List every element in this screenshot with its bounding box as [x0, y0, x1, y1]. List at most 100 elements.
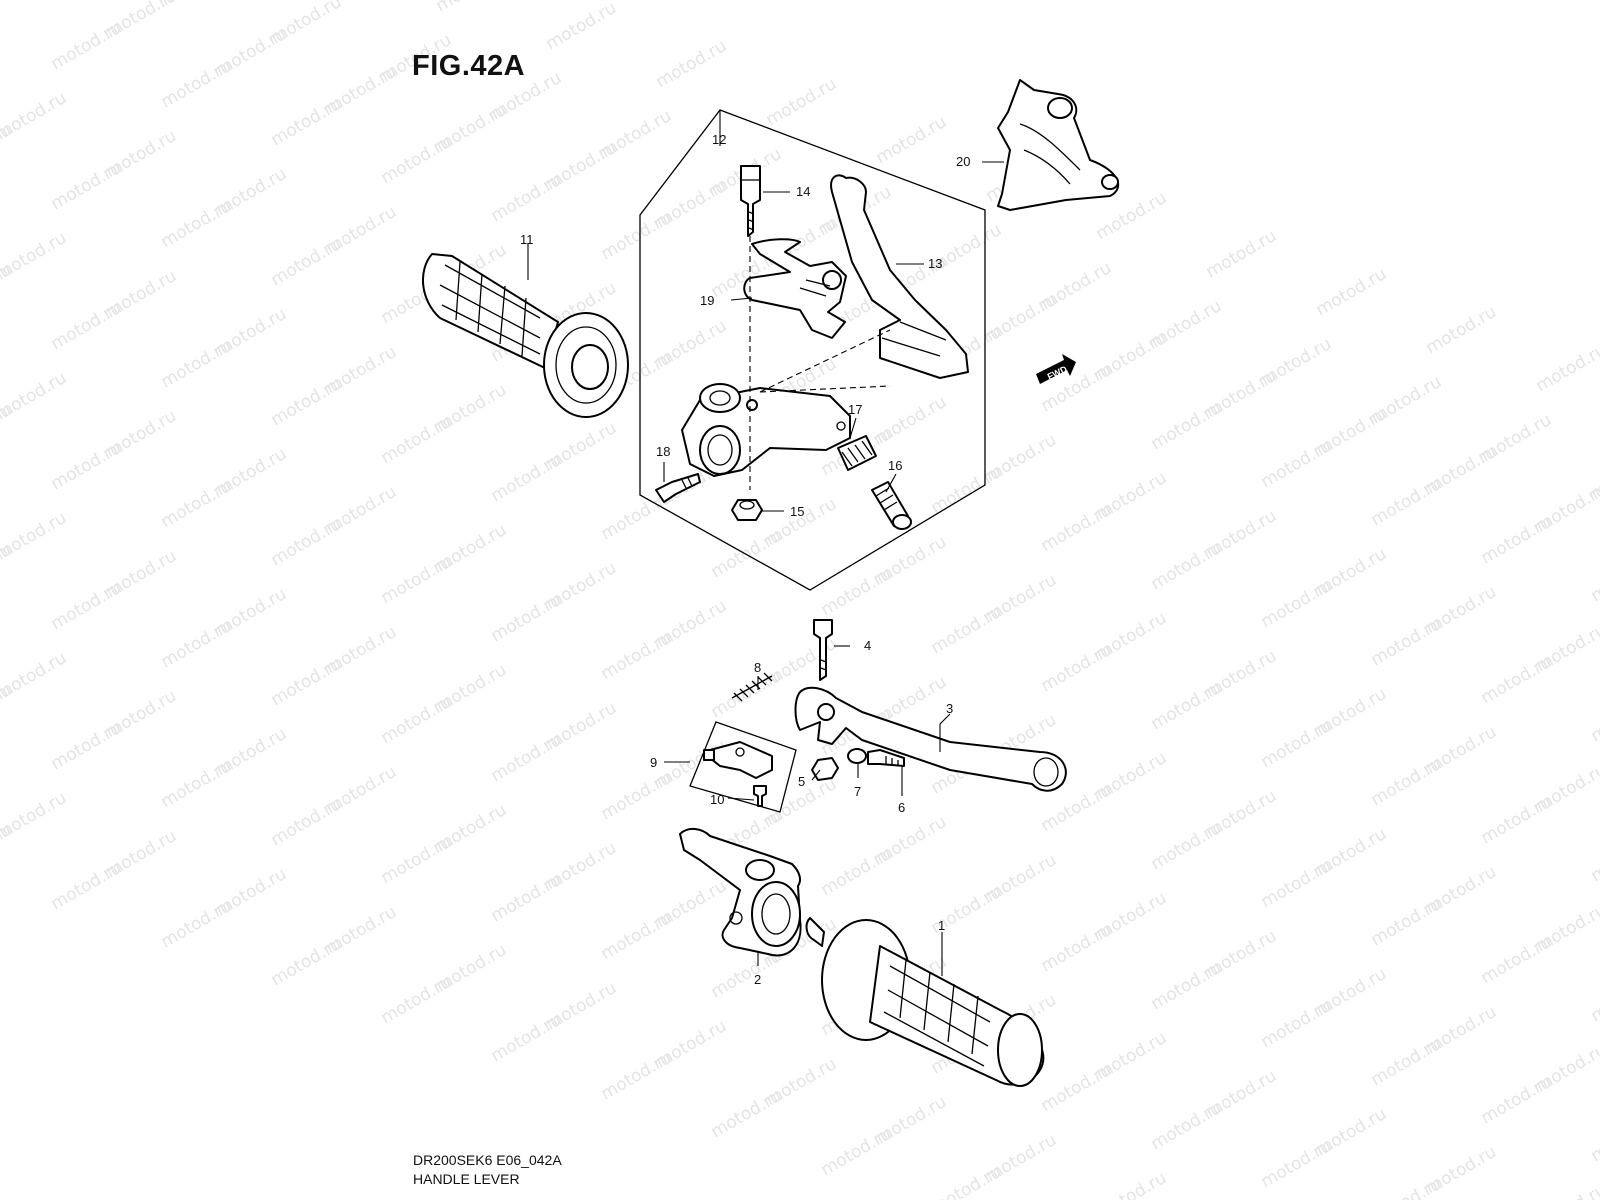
part-18-bolt[interactable] [655, 473, 701, 503]
part-6-bolt[interactable] [867, 749, 905, 767]
callout-2: 2 [754, 972, 761, 987]
part-2-throttle-housing[interactable] [679, 828, 802, 957]
part-3-brake-lever[interactable] [794, 686, 1067, 792]
watermark-text: motod.ru [48, 18, 126, 74]
part-15-nut[interactable] [731, 499, 763, 521]
watermark-text: motod.ru [158, 476, 236, 532]
watermark-text: motod.ru [1038, 640, 1116, 696]
callout-18: 18 [656, 444, 670, 459]
callout-5: 5 [798, 774, 805, 789]
watermark-text: motod.ru [1478, 932, 1556, 988]
part-11-left-grip[interactable] [421, 253, 629, 418]
callout-17: 17 [848, 402, 862, 417]
watermark-text: motod.ru [158, 896, 236, 952]
watermark-text: motod.ru [268, 514, 346, 570]
part-20-cover[interactable] [997, 79, 1120, 211]
part-7-washer[interactable] [847, 748, 867, 764]
watermark-text: motod.ru [598, 1048, 676, 1104]
watermark-text: motod.ru [1038, 1060, 1116, 1116]
part-13-clutch-lever[interactable] [830, 174, 969, 379]
part-1-right-grip[interactable] [805, 917, 1045, 1087]
callout-19: 19 [700, 293, 714, 308]
watermark-text: motod.ru [1258, 1136, 1336, 1192]
watermark-text: motod.ru [598, 628, 676, 684]
watermark-text: motod.ru [1368, 1174, 1446, 1200]
watermark-text: motod.ru [818, 564, 896, 620]
watermark-text: motod.ru [488, 730, 566, 786]
watermark-text: motod.ru [1588, 690, 1600, 746]
watermark-text: motod.ru [1148, 398, 1226, 454]
assembly-12-leaders [749, 236, 891, 490]
watermark-text: motod.ru [543, 0, 621, 54]
part-5-nut[interactable] [811, 757, 839, 781]
watermark-text: motod.ru [1478, 512, 1556, 568]
watermark-text: motod.ru [598, 768, 676, 824]
watermark-text: motod.ru [1148, 538, 1226, 594]
part-14-bolt[interactable] [740, 165, 761, 237]
watermark-text: motod.ru [1093, 1168, 1171, 1200]
watermark-text: motod.ru [378, 552, 456, 608]
watermark-text: motod.ru [873, 112, 951, 168]
callout-12: 12 [712, 132, 726, 147]
footer-diagram-name: HANDLE LEVER [413, 1171, 520, 1187]
watermark-text: motod.ru [598, 208, 676, 264]
callout-numbers: 1 2 3 4 5 6 7 8 9 10 11 12 13 14 15 16 1… [520, 132, 970, 987]
watermark-text: motod.ru [1368, 474, 1446, 530]
part-4-pivot-bolt[interactable] [813, 619, 833, 681]
lever-holder[interactable] [681, 383, 851, 477]
callout-7: 7 [854, 784, 861, 799]
watermark-text: motod.ru [1258, 576, 1336, 632]
watermark-text: motod.ru [1038, 920, 1116, 976]
watermark-text: motod.ru [158, 756, 236, 812]
watermark-text: motod.ru [48, 578, 126, 634]
watermark-text: motod.ru [1423, 302, 1501, 358]
watermark-text: motod.ru [1588, 970, 1600, 1026]
callout-13: 13 [928, 256, 942, 271]
callout-16: 16 [888, 458, 902, 473]
part-8-spring[interactable] [731, 672, 773, 702]
watermark-text: motod.ru [378, 692, 456, 748]
part-10-screw[interactable] [753, 785, 767, 807]
watermark-text: motod.ru [488, 870, 566, 926]
watermark-text: motod.ru [48, 718, 126, 774]
watermark-text: motod.ru [1478, 652, 1556, 708]
watermark-text: motod.ru [158, 56, 236, 112]
assembly-12-outline [639, 109, 986, 591]
part-9-switch[interactable] [689, 721, 797, 813]
callout-6: 6 [898, 800, 905, 815]
watermark-text: motod.ru [268, 234, 346, 290]
watermark-text: motod.ru [1368, 754, 1446, 810]
callout-15: 15 [790, 504, 804, 519]
watermark-text: motod.ru [268, 934, 346, 990]
watermark-text: motod.ru [818, 1124, 896, 1180]
watermark-text: motod.ru [1258, 996, 1336, 1052]
watermark-text: motod.ru [653, 36, 731, 92]
watermark-text: motod.ru [268, 374, 346, 430]
watermark-text: motod.ru [1148, 958, 1226, 1014]
watermark-text: motod.ru [48, 298, 126, 354]
callout-leaders [527, 110, 1004, 976]
watermark-text: motod.ru [488, 450, 566, 506]
watermark-text: motod.ru [158, 616, 236, 672]
callout-11: 11 [520, 232, 534, 247]
watermark-text: motod.ru [378, 132, 456, 188]
callout-4: 4 [864, 638, 871, 653]
watermark-text: motod.ru [268, 794, 346, 850]
watermark-text: motod.ru [488, 1010, 566, 1066]
watermark-text: motod.ru [928, 602, 1006, 658]
watermark-text: motod.ru [48, 438, 126, 494]
watermark-text: motod.ru [928, 1162, 1006, 1200]
watermark-text: motod.ru [1588, 1110, 1600, 1166]
watermark-text: motod.ru [1533, 1180, 1600, 1200]
watermark-text: motod.ru [598, 908, 676, 964]
watermark-text: motod.ru [1258, 436, 1336, 492]
part-16-adjuster-bolt[interactable] [871, 481, 912, 530]
watermark-text: motod.ru [0, 0, 15, 36]
part-17-adjuster-nut[interactable] [837, 435, 877, 471]
watermark-text: motod.ru [378, 412, 456, 468]
callout-3: 3 [946, 701, 953, 716]
watermark-text: motod.ru [158, 336, 236, 392]
watermark-text: motod.ru [928, 462, 1006, 518]
part-19-bracket[interactable] [743, 238, 847, 339]
